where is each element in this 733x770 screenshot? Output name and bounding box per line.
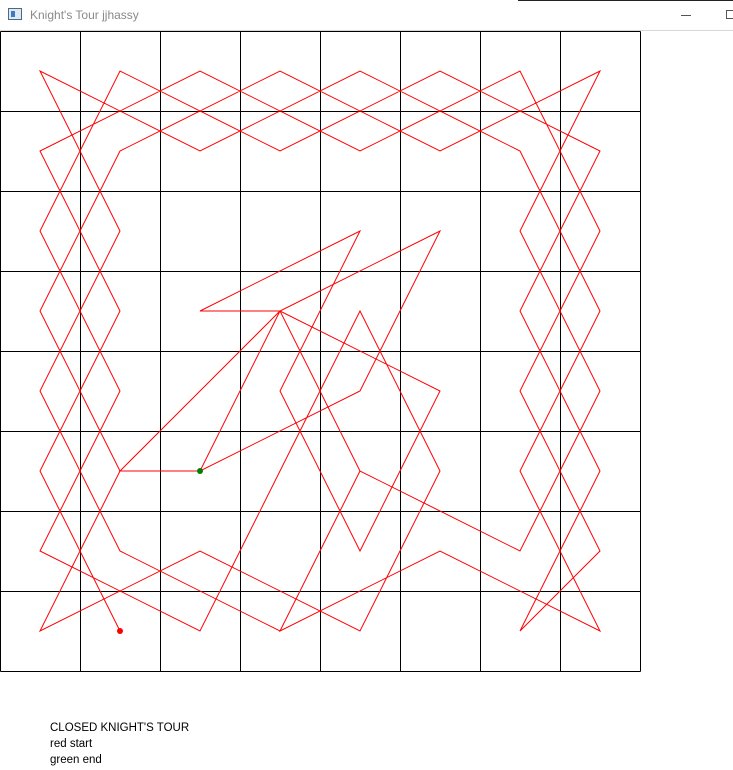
minimize-button[interactable] [666, 0, 706, 30]
start-legend-label: red start [50, 738, 93, 750]
title-bar-divider [0, 30, 733, 31]
window-title: Knight's Tour jjhassy [30, 8, 139, 22]
end-legend-label: green end [50, 754, 102, 766]
start-marker [117, 628, 123, 634]
app-window-icon [8, 8, 22, 20]
chess-board [0, 31, 641, 672]
maximize-icon [726, 10, 733, 19]
minimize-icon [681, 15, 691, 16]
knight-path [38, 69, 602, 633]
end-marker [197, 468, 203, 474]
board-grid [0, 31, 641, 672]
title-bar-edge [518, 0, 733, 1]
knight-tour-line [38, 69, 602, 633]
title-bar: Knight's Tour jjhassy [0, 0, 733, 31]
tour-type-label: CLOSED KNIGHT'S TOUR [50, 722, 190, 734]
legend: CLOSED KNIGHT'S TOUR red start green end [50, 720, 189, 768]
maximize-button[interactable] [706, 0, 733, 30]
tour-markers [117, 468, 203, 634]
